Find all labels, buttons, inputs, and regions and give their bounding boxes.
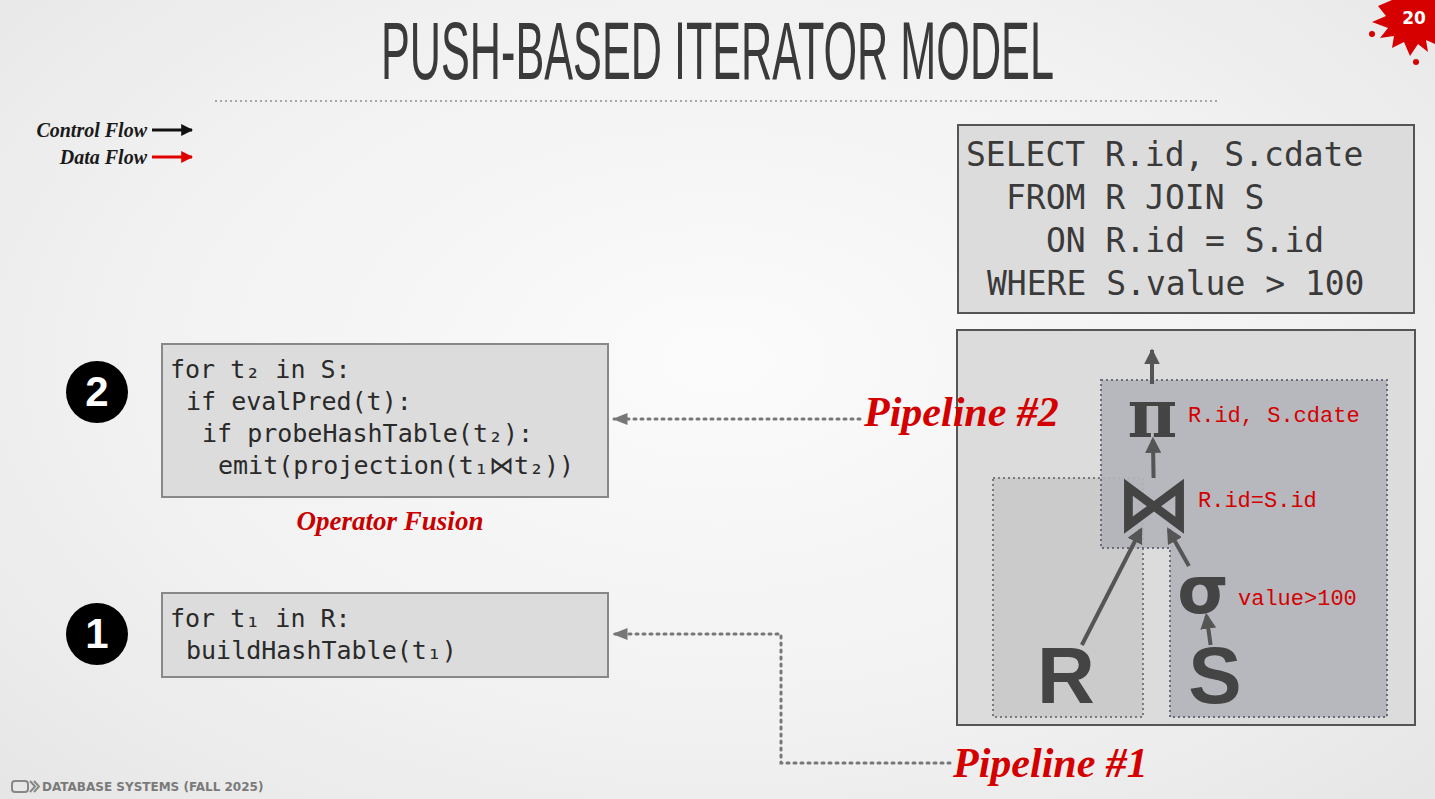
plan-edge [1082, 530, 1141, 645]
code-box: for t₁ in R:buildHashTable(t₁) [161, 592, 609, 678]
pipeline-region [1101, 380, 1387, 717]
splash-drop [1369, 31, 1375, 37]
callout-circle [66, 361, 128, 423]
legend-sample-arrow [152, 156, 192, 159]
leader-line [614, 634, 950, 763]
legend-sample-arrow [152, 129, 192, 132]
code-line: if probeHashTable(t₂): [202, 419, 533, 449]
table-scan: S [1182, 645, 1248, 707]
code-line: for t₂ in S: [170, 355, 351, 385]
join-operator: ⋈R.id=S.id [1118, 478, 1190, 530]
pipeline-label: Pipeline #2 [864, 388, 1104, 436]
operator-label: R.id, S.cdate [1188, 405, 1360, 429]
projection-operator: πR.id, S.cdate [1125, 385, 1180, 440]
annotation: Operator Fusion [230, 505, 550, 537]
page-number-splash [1372, 0, 1435, 56]
title-rule [215, 100, 1220, 102]
code-line: for t₁ in R: [170, 604, 351, 634]
table-scan: R [1036, 645, 1096, 707]
callout-circle [66, 603, 128, 665]
code-line: ON R.id = S.id [1046, 221, 1324, 261]
code-line: emit(projection(t₁⋈t₂)) [218, 451, 574, 481]
plan-edge [1169, 530, 1189, 566]
footer-logo [12, 781, 28, 792]
footer-logo [30, 781, 39, 792]
operator-symbol: σ [1170, 566, 1236, 616]
code-line: WHERE S.value > 100 [987, 264, 1365, 304]
legend-text: Control Flow [0, 118, 147, 142]
operator-symbol: π [1115, 385, 1190, 440]
plan-edge [1207, 616, 1211, 645]
leader-line [614, 418, 860, 421]
pipeline-label: Pipeline #1 [953, 739, 1193, 787]
operator-label: value>100 [1238, 588, 1357, 612]
code-box: for t₂ in S:if evalPred(t):if probeHashT… [161, 343, 609, 498]
callout-number: 2 [66, 362, 128, 422]
code-line: FROM R JOIN S [1006, 178, 1264, 218]
selection-operator: σvalue>100 [1180, 566, 1226, 616]
footer-text: DATABASE SYSTEMS (FALL 2025) [42, 779, 442, 795]
legend-text: Data Flow [0, 145, 147, 169]
operator-symbol: S [1172, 645, 1258, 707]
code-line: buildHashTable(t₁) [186, 636, 457, 666]
callout-number: 1 [66, 604, 128, 664]
operator-label: R.id=S.id [1198, 490, 1317, 514]
operator-symbol: R [1026, 645, 1106, 707]
code-line: if evalPred(t): [186, 387, 412, 417]
splash-drop [1413, 59, 1419, 65]
code-line: SELECT R.id, S.cdate [966, 135, 1363, 175]
page-number: 20 [1394, 8, 1434, 28]
sql-query-box: SELECT R.id, S.cdateFROM R JOIN SON R.id… [957, 124, 1415, 314]
slide-title: PUSH-BASED ITERATOR MODEL [201, 12, 1234, 93]
plan-edge [1151, 440, 1156, 478]
operator-symbol: ⋈ [1108, 478, 1200, 530]
output-arrow [1150, 350, 1154, 384]
